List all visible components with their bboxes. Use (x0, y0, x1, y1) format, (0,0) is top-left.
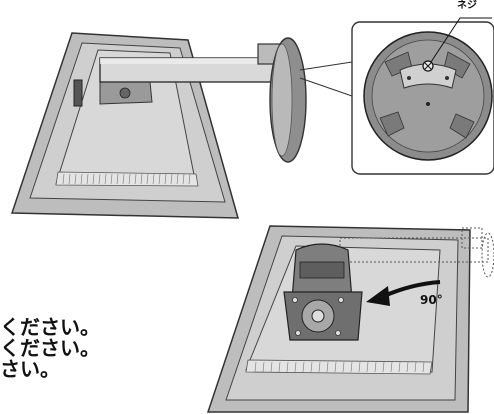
screw-label: ネジ (457, 0, 477, 12)
vent-area (56, 172, 198, 186)
callout-line (300, 62, 352, 70)
rotation-angle-label: 90° (420, 293, 443, 307)
monitor-rotate-view (208, 226, 494, 412)
instruction-line-1: ください。 (0, 317, 200, 338)
base-detail-callout (352, 18, 494, 174)
side-connector (74, 80, 82, 106)
monitor-top-view (12, 33, 352, 218)
instruction-line-3: さい。 (0, 359, 200, 380)
instruction-steps: ください。 ください。 さい。 (0, 317, 200, 380)
instruction-line-2: ください。 (0, 338, 200, 359)
